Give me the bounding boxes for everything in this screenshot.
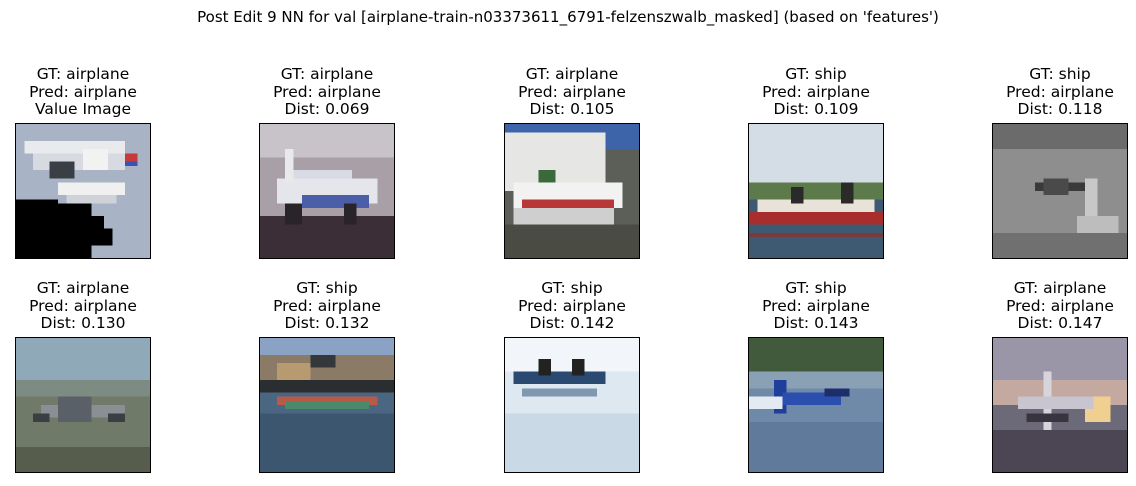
- thumbnail-image: [15, 123, 151, 259]
- panel-caption: GT: airplane Pred: airplane Dist: 0.147: [952, 279, 1136, 333]
- gt-label: GT: airplane: [280, 65, 374, 83]
- panel-caption: GT: ship Pred: airplane Dist: 0.143: [708, 279, 924, 333]
- dist-label: Dist: 0.142: [529, 314, 615, 332]
- thumbnail-image: [748, 337, 884, 473]
- gt-label: GT: ship: [785, 279, 847, 297]
- thumbnail-image: [259, 123, 395, 259]
- panel-caption: GT: airplane Pred: airplane Dist: 0.069: [219, 65, 435, 119]
- dist-label: Dist: 0.069: [284, 100, 370, 118]
- gt-label: GT: airplane: [36, 65, 130, 83]
- panel-caption: GT: ship Pred: airplane Dist: 0.132: [219, 279, 435, 333]
- panel-caption: GT: ship Pred: airplane Dist: 0.118: [952, 65, 1136, 119]
- dist-label: Value Image: [34, 100, 132, 118]
- panel-caption: GT: airplane Pred: airplane Dist: 0.105: [464, 65, 680, 119]
- pred-label: Pred: airplane: [273, 82, 381, 101]
- gt-label: GT: ship: [785, 65, 847, 83]
- thumbnail-image: [504, 337, 640, 473]
- pred-label: Pred: airplane: [518, 82, 626, 101]
- pred-label: Pred: airplane: [762, 82, 870, 101]
- pred-label: Pred: airplane: [518, 296, 626, 315]
- figure-title: Post Edit 9 NN for val [airplane-train-n…: [197, 8, 939, 26]
- gt-label: GT: airplane: [36, 279, 130, 297]
- dist-label: Dist: 0.118: [1017, 100, 1103, 118]
- panel-caption: GT: airplane Pred: airplane Value Image: [0, 65, 191, 119]
- gt-label: GT: ship: [296, 279, 358, 297]
- thumbnail-image: [748, 123, 884, 259]
- pred-label: Pred: airplane: [29, 82, 137, 101]
- gt-label: GT: airplane: [525, 65, 619, 83]
- panel-caption: GT: ship Pred: airplane Dist: 0.142: [464, 279, 680, 333]
- dist-label: Dist: 0.132: [284, 314, 370, 332]
- gt-label: GT: ship: [1029, 65, 1091, 83]
- pred-label: Pred: airplane: [1006, 82, 1114, 101]
- thumbnail-image: [15, 337, 151, 473]
- thumbnail-image: [504, 123, 640, 259]
- pred-label: Pred: airplane: [273, 296, 381, 315]
- panel-caption: GT: ship Pred: airplane Dist: 0.109: [708, 65, 924, 119]
- thumbnail-image: [992, 123, 1128, 259]
- dist-label: Dist: 0.105: [529, 100, 615, 118]
- pred-label: Pred: airplane: [762, 296, 870, 315]
- panel-caption: GT: airplane Pred: airplane Dist: 0.130: [0, 279, 191, 333]
- thumbnail-image: [259, 337, 395, 473]
- dist-label: Dist: 0.147: [1017, 314, 1103, 332]
- dist-label: Dist: 0.143: [773, 314, 859, 332]
- gt-label: GT: airplane: [1013, 279, 1107, 297]
- dist-label: Dist: 0.109: [773, 100, 859, 118]
- pred-label: Pred: airplane: [29, 296, 137, 315]
- dist-label: Dist: 0.130: [40, 314, 126, 332]
- gt-label: GT: ship: [541, 279, 603, 297]
- thumbnail-image: [992, 337, 1128, 473]
- pred-label: Pred: airplane: [1006, 296, 1114, 315]
